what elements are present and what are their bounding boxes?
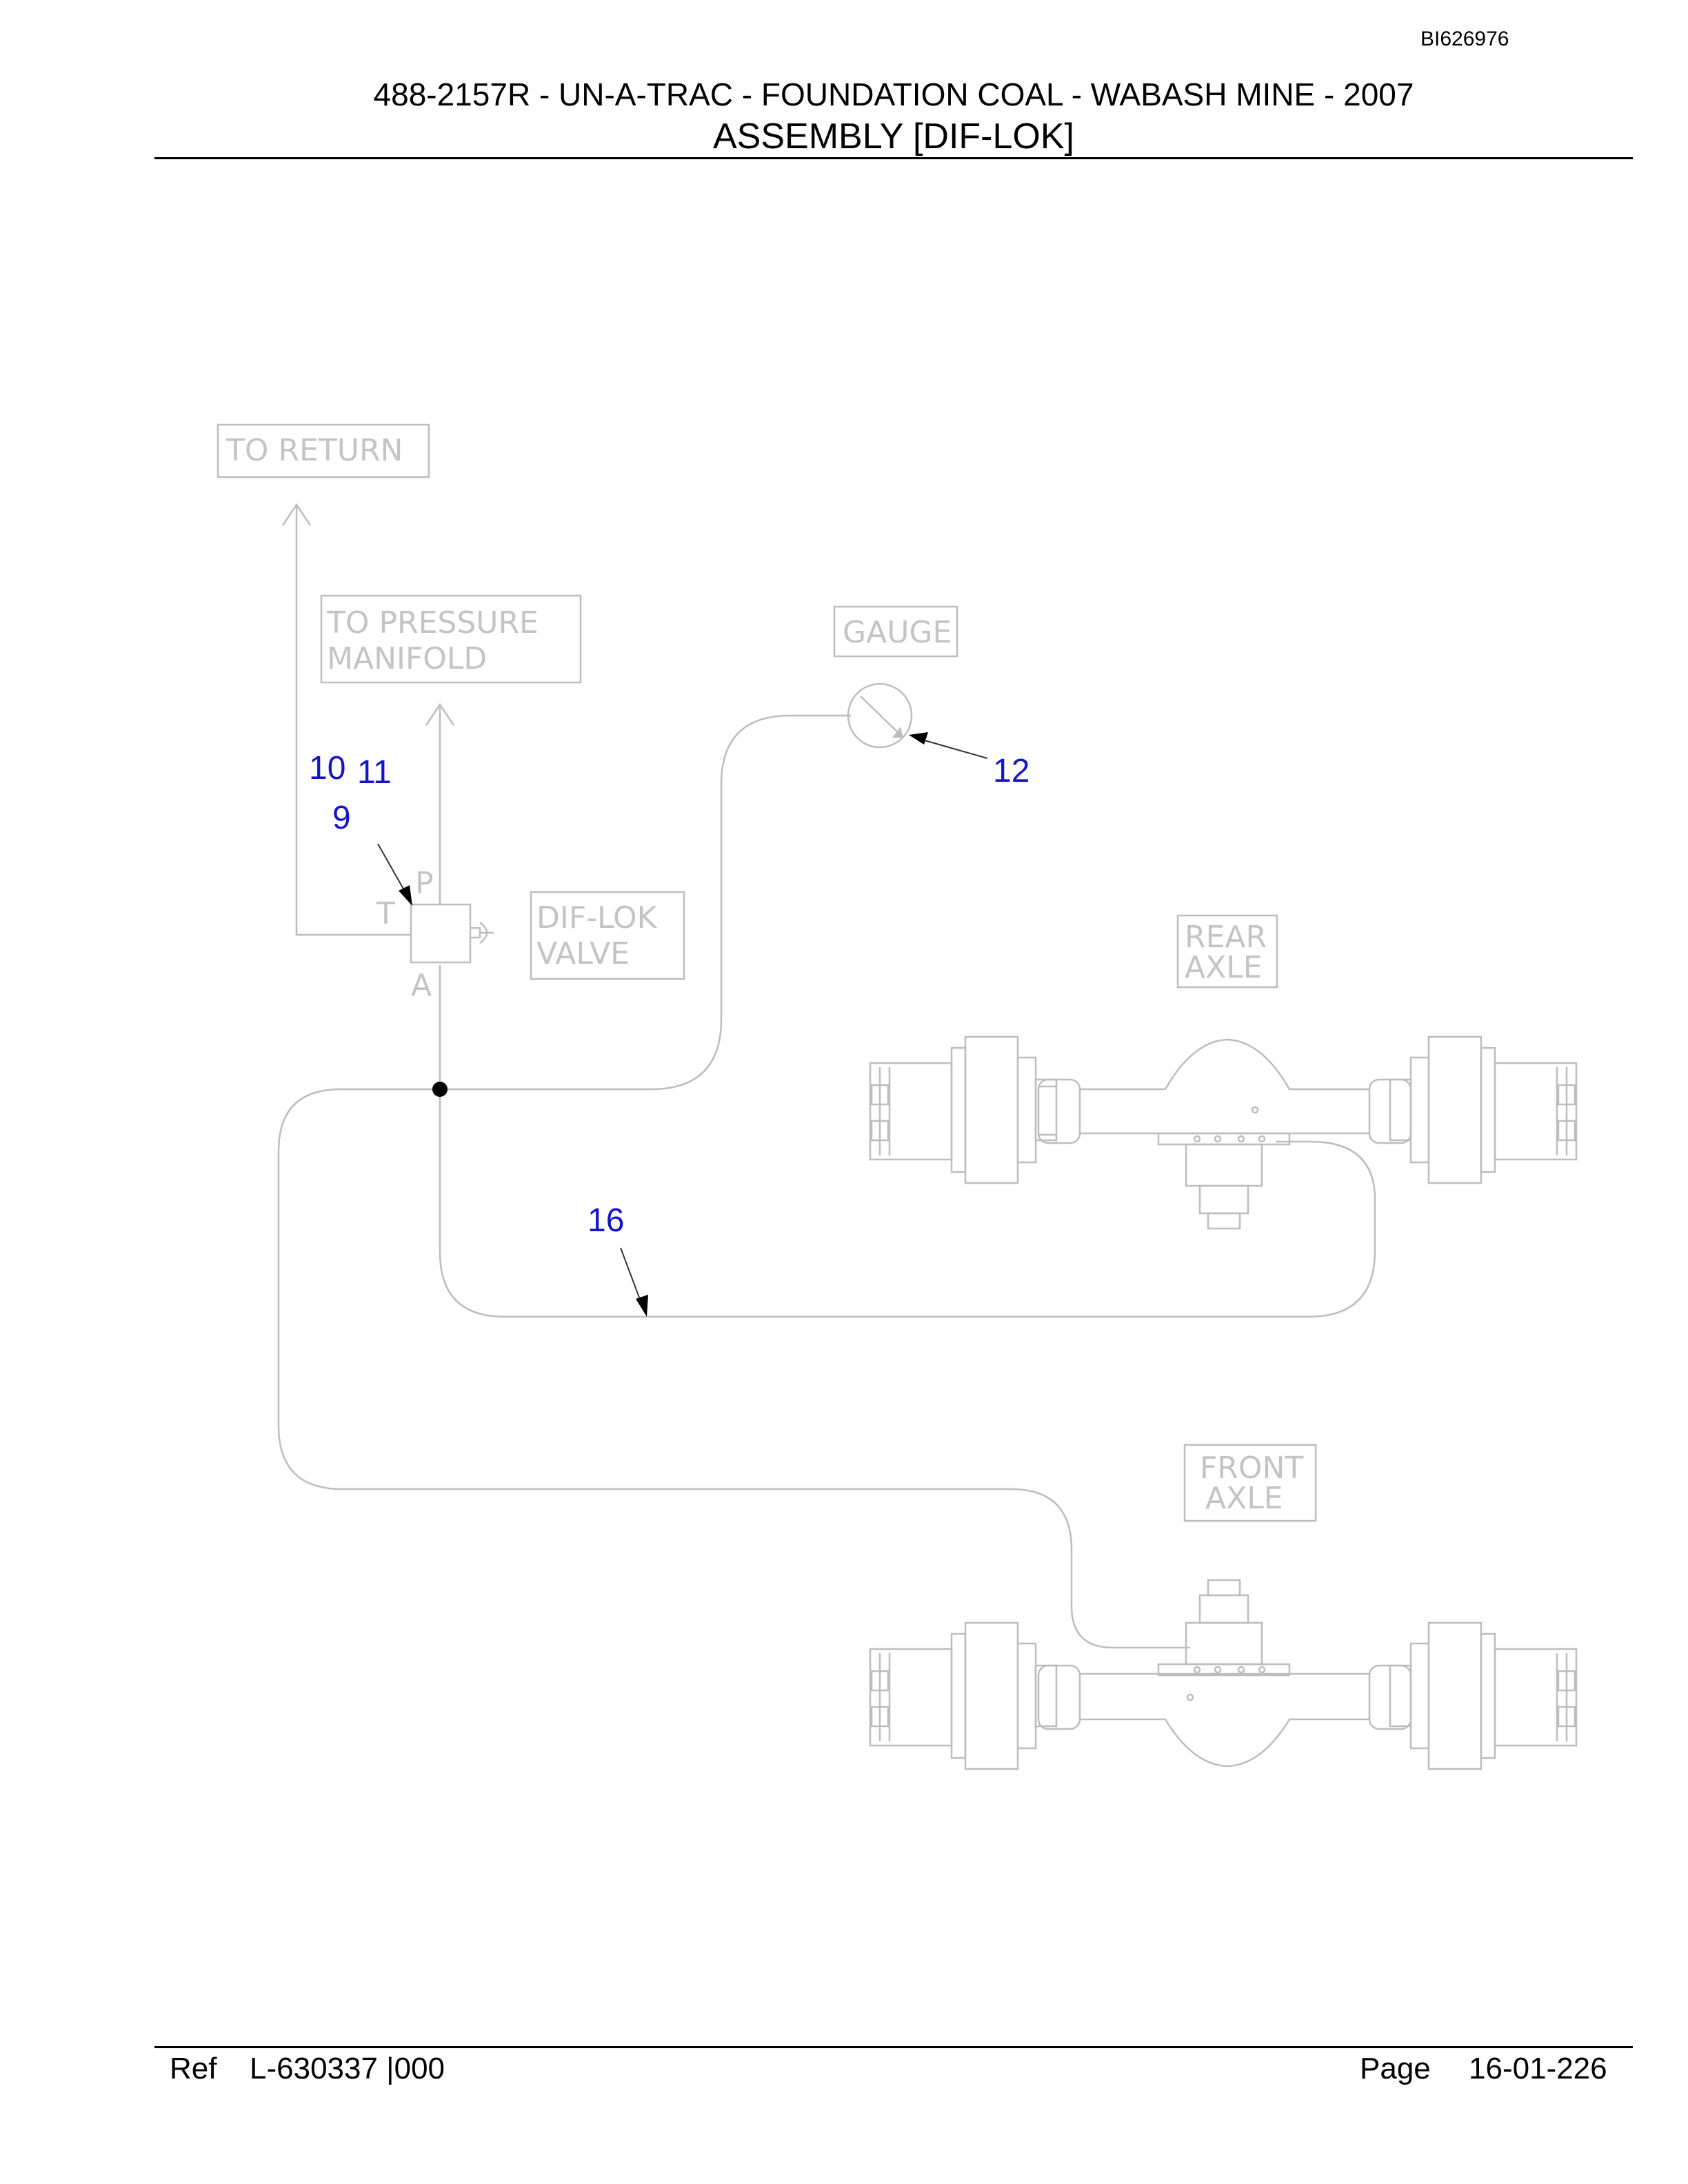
rear-axle-label-line1: REAR [1185,920,1267,955]
document-id: BI626976 [1420,28,1509,50]
front-axle-beam [1037,1664,1412,1768]
return-arrow [281,503,312,526]
rear-differential-carrier [1157,1106,1291,1230]
rear-axle-label-line2: AXLE [1185,950,1263,985]
difflok-label-line2: VALVE [536,936,630,971]
front-right-hub [1389,1621,1578,1770]
port-label-t: T [376,896,395,931]
front-axle-drawing [869,1579,1578,1770]
callout-12: 12 [993,753,1029,789]
footer-divider [154,2046,1633,2048]
to-return-label: TO RETURN [225,433,403,468]
page-subtitle: ASSEMBLY [DIF-LOK] [712,117,1074,156]
leader-16 [620,1247,642,1304]
front-axle-label-line1: FRONT [1200,1450,1303,1486]
front-axle-label-line2: AXLE [1205,1481,1283,1516]
gauge-line [440,714,851,1091]
front-left-hub [869,1621,1058,1770]
leader-16-arrowhead [636,1295,648,1317]
to-pressure-label-line1: TO PRESSURE [326,605,539,640]
rear-axle-beam [1037,1038,1412,1144]
front-axle-line [277,1088,1190,1649]
to-pressure-label-line2: MANIFOLD [327,641,487,676]
label-box-difflok-valve: DIF-LOK VALVE [530,891,685,980]
leader-12 [919,738,988,759]
difflok-label-line1: DIF-LOK [536,900,658,936]
rear-right-hub [1389,1035,1578,1184]
leader-9-arrowhead [399,885,412,906]
rear-axle-line [439,1089,1376,1318]
page-title: 488-2157R - UN-A-TRAC - FOUNDATION COAL … [373,77,1414,112]
junction-dot [432,1082,448,1097]
label-box-front-axle: FRONT AXLE [1183,1444,1317,1522]
leader-12-arrowhead [909,732,928,745]
callouts: 10 11 9 12 16 [309,732,1029,1317]
footer-ref-value: L-630337 |000 [250,2052,445,2085]
rear-left-hub [869,1035,1058,1184]
label-box-gauge: GAUGE [833,605,958,658]
callout-9: 9 [332,800,351,836]
front-differential-carrier [1157,1579,1291,1701]
hydraulic-lines [277,503,1376,1649]
pressure-arrow [425,702,455,726]
label-box-rear-axle: REAR AXLE [1176,914,1278,989]
leader-9 [377,843,408,896]
gauge-label: GAUGE [843,615,952,650]
port-label-a: A [411,968,432,1003]
rear-axle-drawing [869,1035,1578,1230]
callout-16: 16 [587,1202,624,1239]
label-box-to-return: TO RETURN [217,423,430,478]
gauge-symbol [847,682,913,749]
footer-ref-label: Ref [170,2052,217,2085]
header-divider [154,157,1633,159]
callout-10: 10 [309,750,345,787]
return-line [295,506,411,936]
difflok-valve-symbol: P T A [376,866,494,1003]
port-label-p: P [415,866,434,901]
footer-page-label: Page [1360,2052,1431,2085]
label-box-to-pressure: TO PRESSURE MANIFOLD [320,594,582,684]
footer-page-value: 16-01-226 [1469,2052,1607,2085]
callout-11: 11 [357,754,392,791]
